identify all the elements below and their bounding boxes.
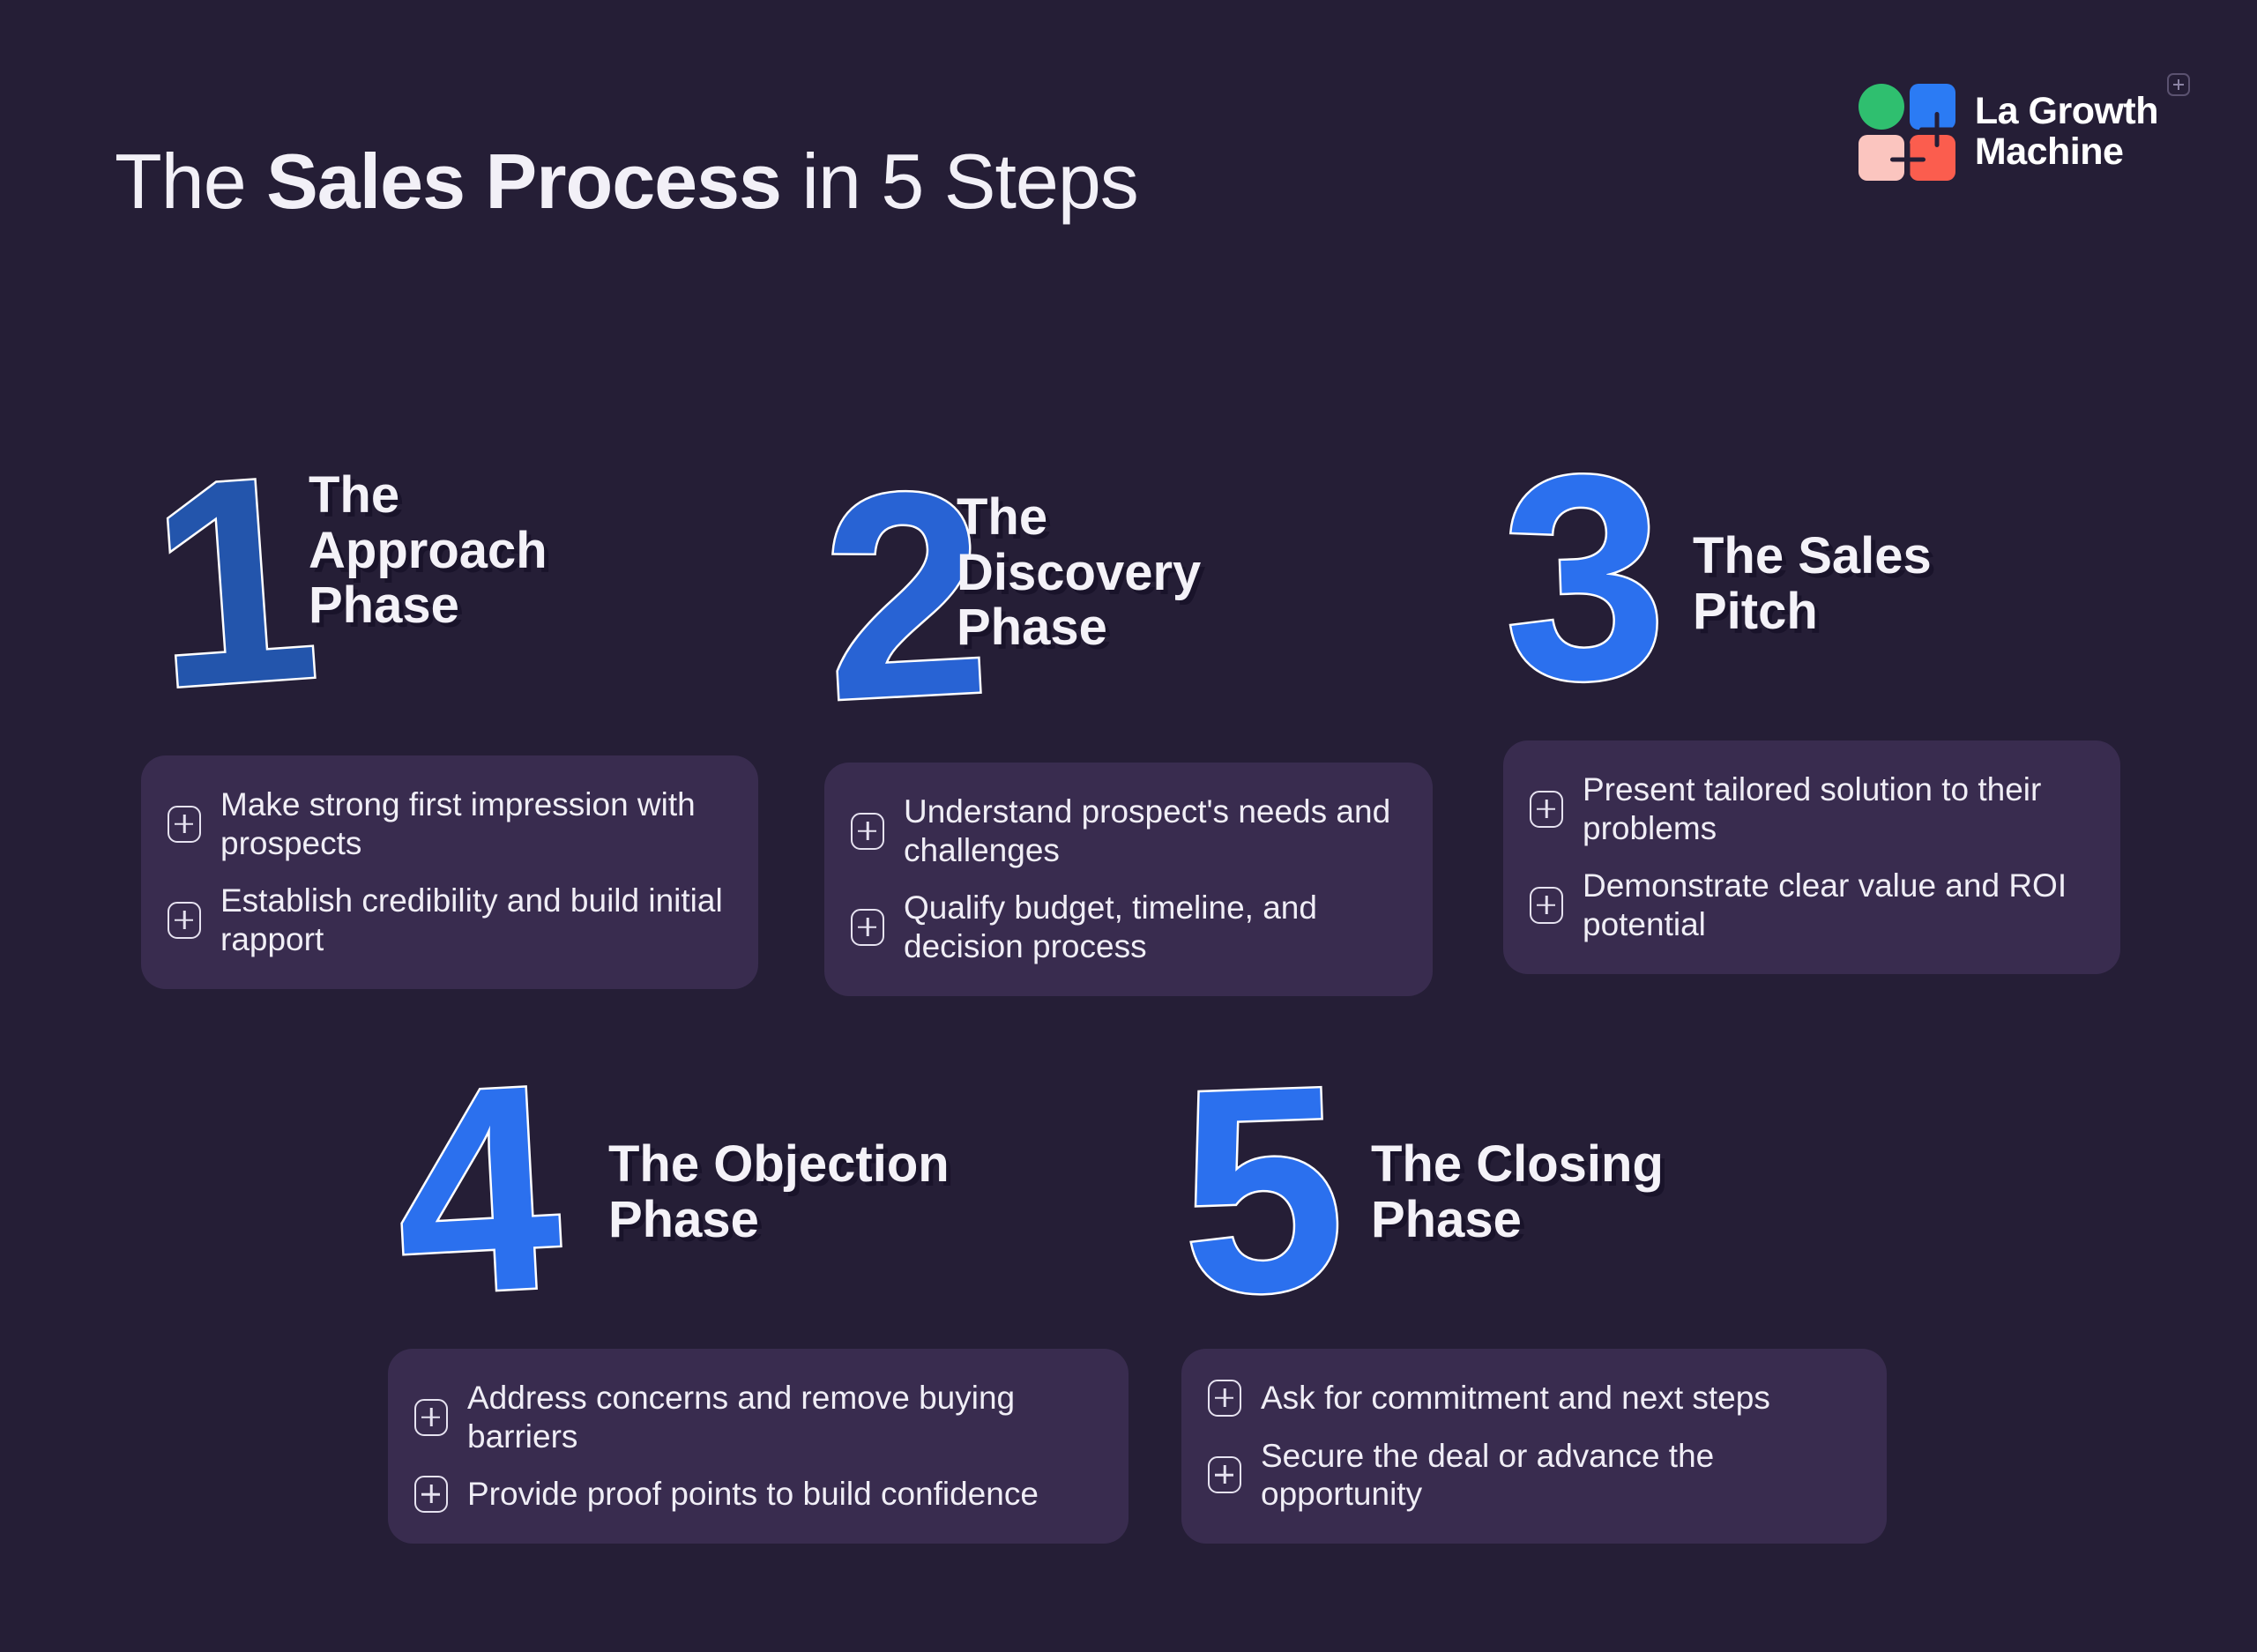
step-2-head: 2 The Discovery Phase (814, 426, 1433, 763)
step-4: 4 The Objection Phase Address concerns a… (386, 1021, 1128, 1544)
logo-green-circle-icon (1858, 84, 1904, 130)
list-item: Address concerns and remove buying barri… (414, 1379, 1099, 1455)
logo-wordmark-line1: La Growth (1974, 90, 2159, 133)
step-3-head: 3 The Sales Pitch (1495, 410, 2120, 745)
plus-icon (851, 908, 884, 946)
step-4-bullet-2: Provide proof points to build confidence (467, 1476, 1039, 1513)
step-1-bullet-1: Make strong first impression with prospe… (220, 786, 696, 861)
step-1: 1 The Approach Phase Make strong first i… (140, 412, 758, 989)
step-1-bullet-2: Establish credibility and build initial … (220, 882, 723, 957)
list-item: Qualify budget, timeline, and decision p… (851, 889, 1403, 965)
list-item: Secure the deal or advance the opportuni… (1208, 1437, 1857, 1514)
plus-icon (851, 812, 884, 850)
step-5-bullet-2: Secure the deal or advance the opportuni… (1261, 1437, 1715, 1513)
step-1-number: 1 (140, 412, 320, 751)
plus-icon (168, 901, 201, 939)
list-item: Ask for commitment and next steps (1208, 1379, 1857, 1418)
list-item: Demonstrate clear value and ROI potentia… (1530, 867, 2090, 943)
step-3-card: Present tailored solution to their probl… (1503, 740, 2120, 974)
plus-icon (414, 1476, 448, 1514)
step-4-head: 4 The Objection Phase (386, 1021, 1128, 1358)
list-item: Make strong first impression with prospe… (168, 785, 728, 862)
logo-wordmark: La Growth Machine (1974, 73, 2190, 173)
page-title-bold: Sales Process (266, 138, 782, 225)
logo-mark-icon (1858, 84, 1955, 181)
step-2-card: Understand prospect's needs and challeng… (824, 763, 1433, 996)
step-4-bullet-1: Address concerns and remove buying barri… (467, 1380, 1016, 1455)
brand-logo: La Growth Machine (1858, 73, 2190, 181)
step-2: 2 The Discovery Phase Understand prospec… (814, 426, 1433, 996)
step-5-head: 5 The Closing Phase (1173, 1023, 1887, 1358)
step-5-number: 5 (1173, 1023, 1342, 1358)
page-title-prefix: The (115, 138, 267, 225)
list-item: Establish credibility and build initial … (168, 882, 728, 958)
list-item: Provide proof points to build confidence (414, 1475, 1099, 1514)
plus-icon (414, 1398, 448, 1436)
step-1-card: Make strong first impression with prospe… (141, 755, 758, 989)
page-title: The Sales Process in 5 Steps (115, 138, 1139, 225)
page-title-suffix: in 5 Steps (780, 138, 1138, 225)
step-4-card: Address concerns and remove buying barri… (388, 1349, 1128, 1544)
plus-icon (1530, 790, 1563, 828)
step-1-head: 1 The Approach Phase (140, 412, 758, 751)
step-3: 3 The Sales Pitch Present tailored solut… (1495, 410, 2120, 974)
step-1-title: The Approach Phase (309, 466, 547, 635)
step-3-number: 3 (1495, 410, 1664, 745)
step-4-title: The Objection Phase (608, 1135, 950, 1248)
step-5-bullet-1: Ask for commitment and next steps (1261, 1380, 1770, 1416)
plus-badge-icon (2167, 73, 2190, 96)
step-5-title: The Closing Phase (1371, 1135, 1664, 1248)
step-2-bullet-2: Qualify budget, timeline, and decision p… (904, 889, 1317, 964)
list-item: Understand prospect's needs and challeng… (851, 793, 1403, 869)
step-3-bullet-1: Present tailored solution to their probl… (1583, 771, 2042, 846)
logo-spark-bottom-icon (1890, 142, 1926, 177)
plus-icon (1208, 1379, 1241, 1417)
plus-icon (1208, 1456, 1241, 1494)
step-2-bullet-1: Understand prospect's needs and challeng… (904, 793, 1391, 868)
plus-icon (168, 805, 201, 843)
step-4-number: 4 (386, 1021, 561, 1358)
step-2-title: The Discovery Phase (957, 488, 1202, 657)
plus-icon (1530, 886, 1563, 924)
step-3-title: The Sales Pitch (1693, 527, 1932, 640)
step-3-bullet-2: Demonstrate clear value and ROI potentia… (1583, 867, 2067, 942)
list-item: Present tailored solution to their probl… (1530, 770, 2090, 847)
step-5: 5 The Closing Phase Ask for commitment a… (1173, 1023, 1887, 1544)
step-5-card: Ask for commitment and next steps Secure… (1181, 1349, 1887, 1544)
logo-wordmark-line2: Machine (1974, 130, 2124, 173)
